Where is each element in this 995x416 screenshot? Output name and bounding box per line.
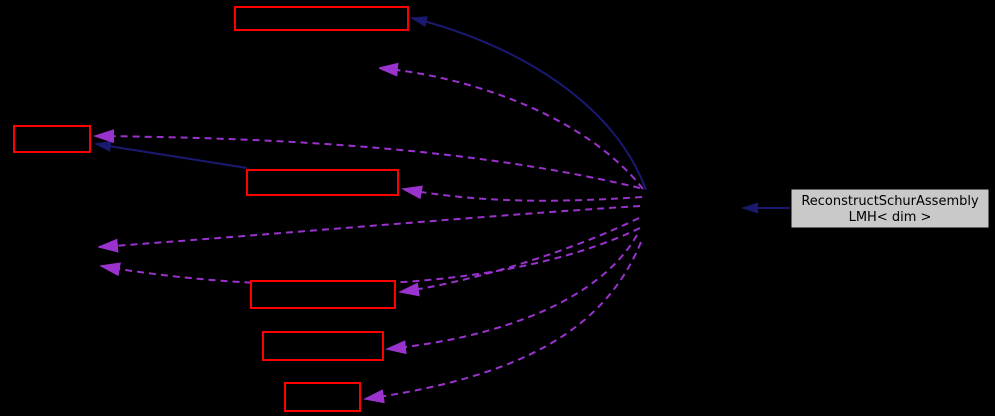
hidden-mid-node-2: [20, 258, 100, 281]
dashed-edge-to-lower-middle-node: [398, 217, 640, 297]
current-class-node: [790, 188, 990, 229]
hidden-mid-node-1: [18, 236, 98, 259]
dashed-edge-to-hidden-mid-node-2: [99, 227, 641, 286]
class-node-lower-middle[interactable]: [250, 280, 396, 309]
class-node-bottom-2[interactable]: [284, 382, 361, 412]
nodes-layer: ReconstructSchurAssembly LMH< dim >: [13, 6, 990, 412]
class-node-bottom-1[interactable]: [262, 331, 384, 361]
class-node-top[interactable]: [234, 6, 409, 31]
solid-edge-middle-node-to-left-node: [94, 140, 248, 169]
hidden-top-node: [240, 55, 379, 82]
solid-edge-center-to-top-node: [410, 16, 647, 191]
dashed-edge-to-left-node: [93, 129, 641, 189]
dashed-edge-to-hidden-mid-node-1: [97, 205, 641, 253]
class-node-middle[interactable]: [246, 169, 399, 196]
current-class-node-label-line2: LMH< dim >: [849, 210, 932, 225]
dashed-edge-to-hidden-top-node: [377, 62, 644, 190]
class-node-left[interactable]: [13, 125, 91, 153]
dashed-edge-to-bottom-node-2: [363, 241, 642, 404]
current-class-node-label-line1: ReconstructSchurAssembly: [801, 194, 979, 209]
hidden-center-node: [645, 190, 741, 228]
dashed-edge-to-bottom-node-1: [385, 234, 638, 355]
dashed-edge-to-middle-node: [401, 185, 643, 202]
